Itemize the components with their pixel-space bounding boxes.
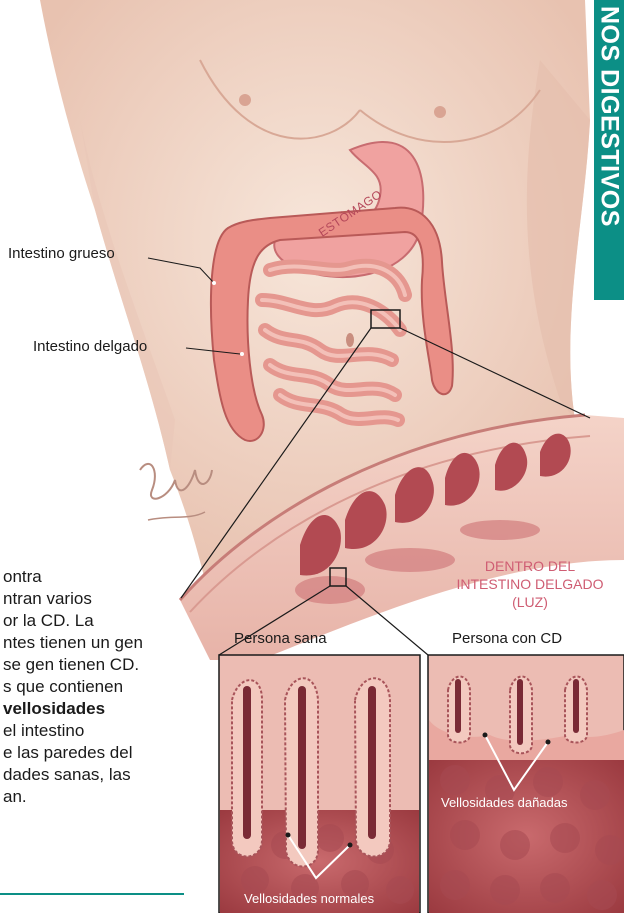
body-line: dades sanas, las [0,764,215,786]
lumen-label-line: (LUZ) [440,593,620,611]
small-intestine-label: Intestino delgado [33,338,147,355]
body-line: ntes tienen un gen [0,632,215,654]
large-intestine-label: Intestino grueso [8,245,115,262]
body-line: se gen tienen CD. [0,654,215,676]
lumen-label: DENTRO DEL INTESTINO DELGADO (LUZ) [440,557,620,611]
celiac-panel-title: Persona con CD [452,630,562,647]
section-divider [0,893,184,895]
body-paragraph: ontra ntran varios or la CD. La ntes tie… [0,566,215,808]
healthy-panel-title: Persona sana [234,630,327,647]
normal-villi-caption: Vellosidades normales [244,891,374,906]
damaged-villi-caption: Vellosidades dañadas [441,795,568,810]
body-line: or la CD. La [0,610,215,632]
section-tab-label: NOS DIGESTIVOS [595,6,624,227]
body-line: ntran varios [0,588,215,610]
body-line: s que contienen [0,676,215,698]
body-line: ontra [0,566,215,588]
body-line: e las paredes del [0,742,215,764]
body-line: el intestino [0,720,215,742]
lumen-label-line: DENTRO DEL [440,557,620,575]
body-line-bold: vellosidades [0,698,215,720]
lumen-label-line: INTESTINO DELGADO [440,575,620,593]
body-line: an. [0,786,215,808]
